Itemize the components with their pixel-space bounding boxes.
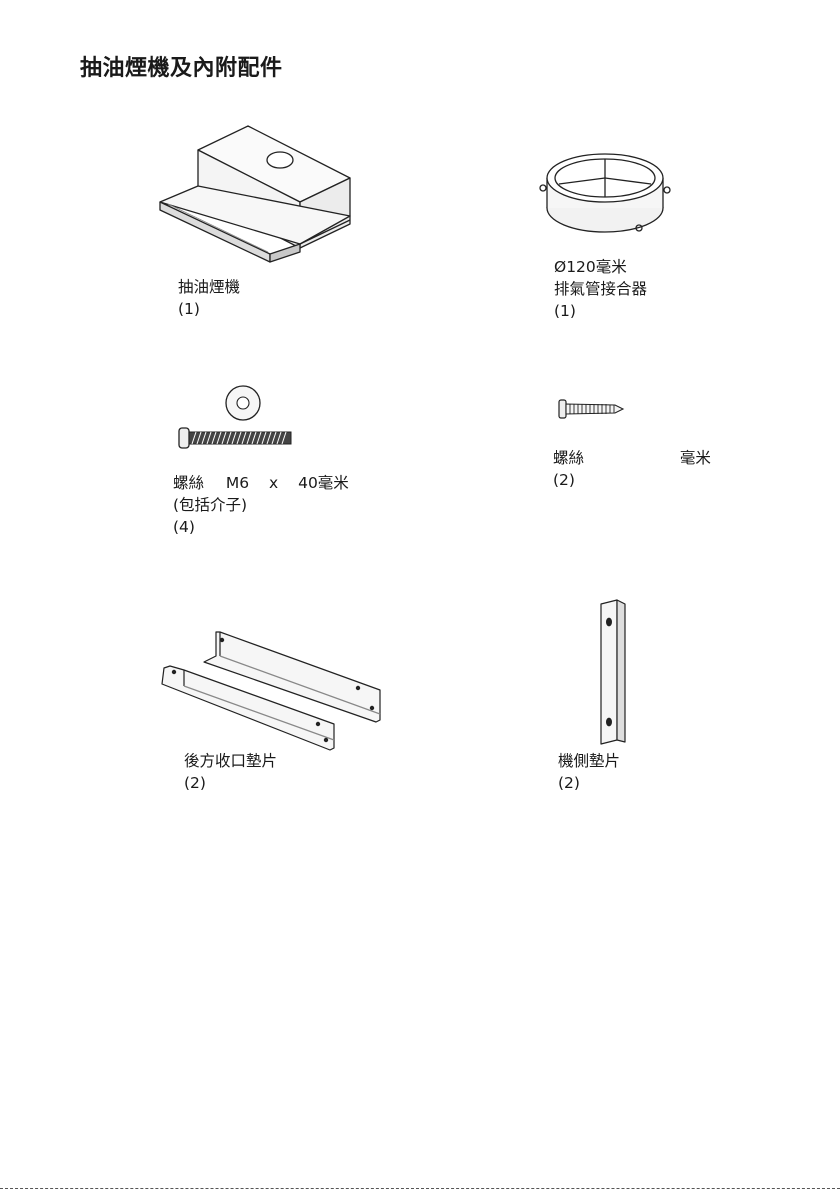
small-screw-label: 螺絲 毫米 (2) [553,447,711,491]
m6-screw-size: M6 [226,474,249,492]
range-hood-qty: (1) [178,298,240,320]
side-spacer-label: 機側墊片 (2) [558,750,620,794]
side-spacer-item: 機側墊片 (2) [555,598,715,798]
small-screw-spec: 螺絲 毫米 [553,447,711,469]
exhaust-adapter-name: 排氣管接合器 [554,278,647,300]
rear-spacer-name: 後方收口墊片 [184,750,277,772]
m6-screw-note: (包括介子) [173,494,349,516]
m6-screw-name: 螺絲 [173,474,204,492]
m6-screw-qty: (4) [173,516,349,538]
exhaust-adapter-illustration [535,148,675,238]
side-spacer-illustration [595,598,635,748]
m6-screw-length: 40毫米 [298,474,349,492]
rear-spacer-qty: (2) [184,772,277,794]
exhaust-adapter-label: Ø120毫米 排氣管接合器 (1) [554,256,647,322]
range-hood-illustration [150,120,370,280]
m6-screw-icon [177,426,297,450]
exhaust-adapter-qty: (1) [554,300,647,322]
exhaust-adapter-item: Ø120毫米 排氣管接合器 (1) [535,148,675,248]
range-hood-name: 抽油煙機 [178,276,240,298]
rear-spacer-label: 後方收口墊片 (2) [184,750,277,794]
side-spacer-name: 機側墊片 [558,750,620,772]
side-spacer-qty: (2) [558,772,620,794]
rear-spacer-illustration [158,628,398,758]
small-screw-qty: (2) [553,469,711,491]
range-hood-label: 抽油煙機 (1) [178,276,240,320]
washer-icon [223,383,263,423]
range-hood-item: 抽油煙機 (1) [150,120,370,280]
page-title: 抽油煙機及內附配件 [80,50,283,82]
small-screw-item: 螺絲 毫米 (2) [545,395,735,495]
exhaust-adapter-size: Ø120毫米 [554,256,647,278]
small-screw-icon [557,398,627,420]
small-screw-unit: 毫米 [680,449,711,467]
m6-screw-times: x [269,474,278,492]
rear-spacer-item: 後方收口墊片 (2) [158,628,398,808]
m6-screw-item: 螺絲 M6 x 40毫米 (包括介子) (4) [165,380,355,540]
m6-screw-label: 螺絲 M6 x 40毫米 (包括介子) (4) [173,472,349,538]
small-screw-name: 螺絲 [553,449,584,467]
m6-screw-spec: 螺絲 M6 x 40毫米 [173,472,349,494]
page-bottom-rule [0,1188,840,1189]
